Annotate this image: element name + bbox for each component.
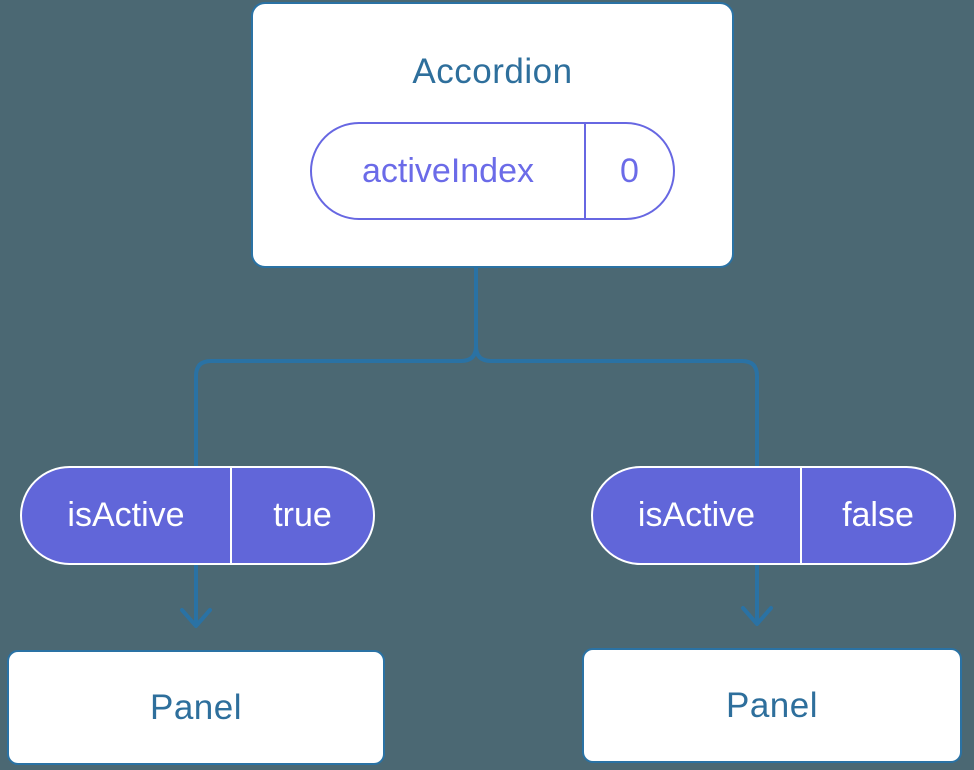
arrow-down-left-icon	[180, 608, 212, 628]
panel-card-left: Panel	[7, 650, 385, 765]
panel-title: Panel	[725, 685, 819, 725]
panel-card-right: Panel	[582, 648, 962, 763]
state-pill: activeIndex 0	[310, 122, 675, 220]
prop-name-label: isActive	[67, 496, 185, 534]
state-value: 0	[584, 124, 673, 218]
prop-pill-is-active-false: isActive false	[591, 466, 956, 565]
panel-title: Panel	[149, 687, 243, 727]
prop-name-label: isActive	[637, 496, 756, 534]
accordion-title: Accordion	[412, 52, 573, 91]
branch-right-line	[474, 263, 759, 624]
accordion-card: Accordion activeIndex 0	[251, 2, 734, 268]
prop-value: true	[230, 468, 373, 563]
prop-pill-is-active-true: isActive true	[20, 466, 375, 565]
branch-left-line	[194, 263, 478, 626]
state-name-label: activeIndex	[362, 151, 534, 190]
arrow-down-right-icon	[741, 606, 773, 626]
prop-value: false	[800, 468, 954, 563]
